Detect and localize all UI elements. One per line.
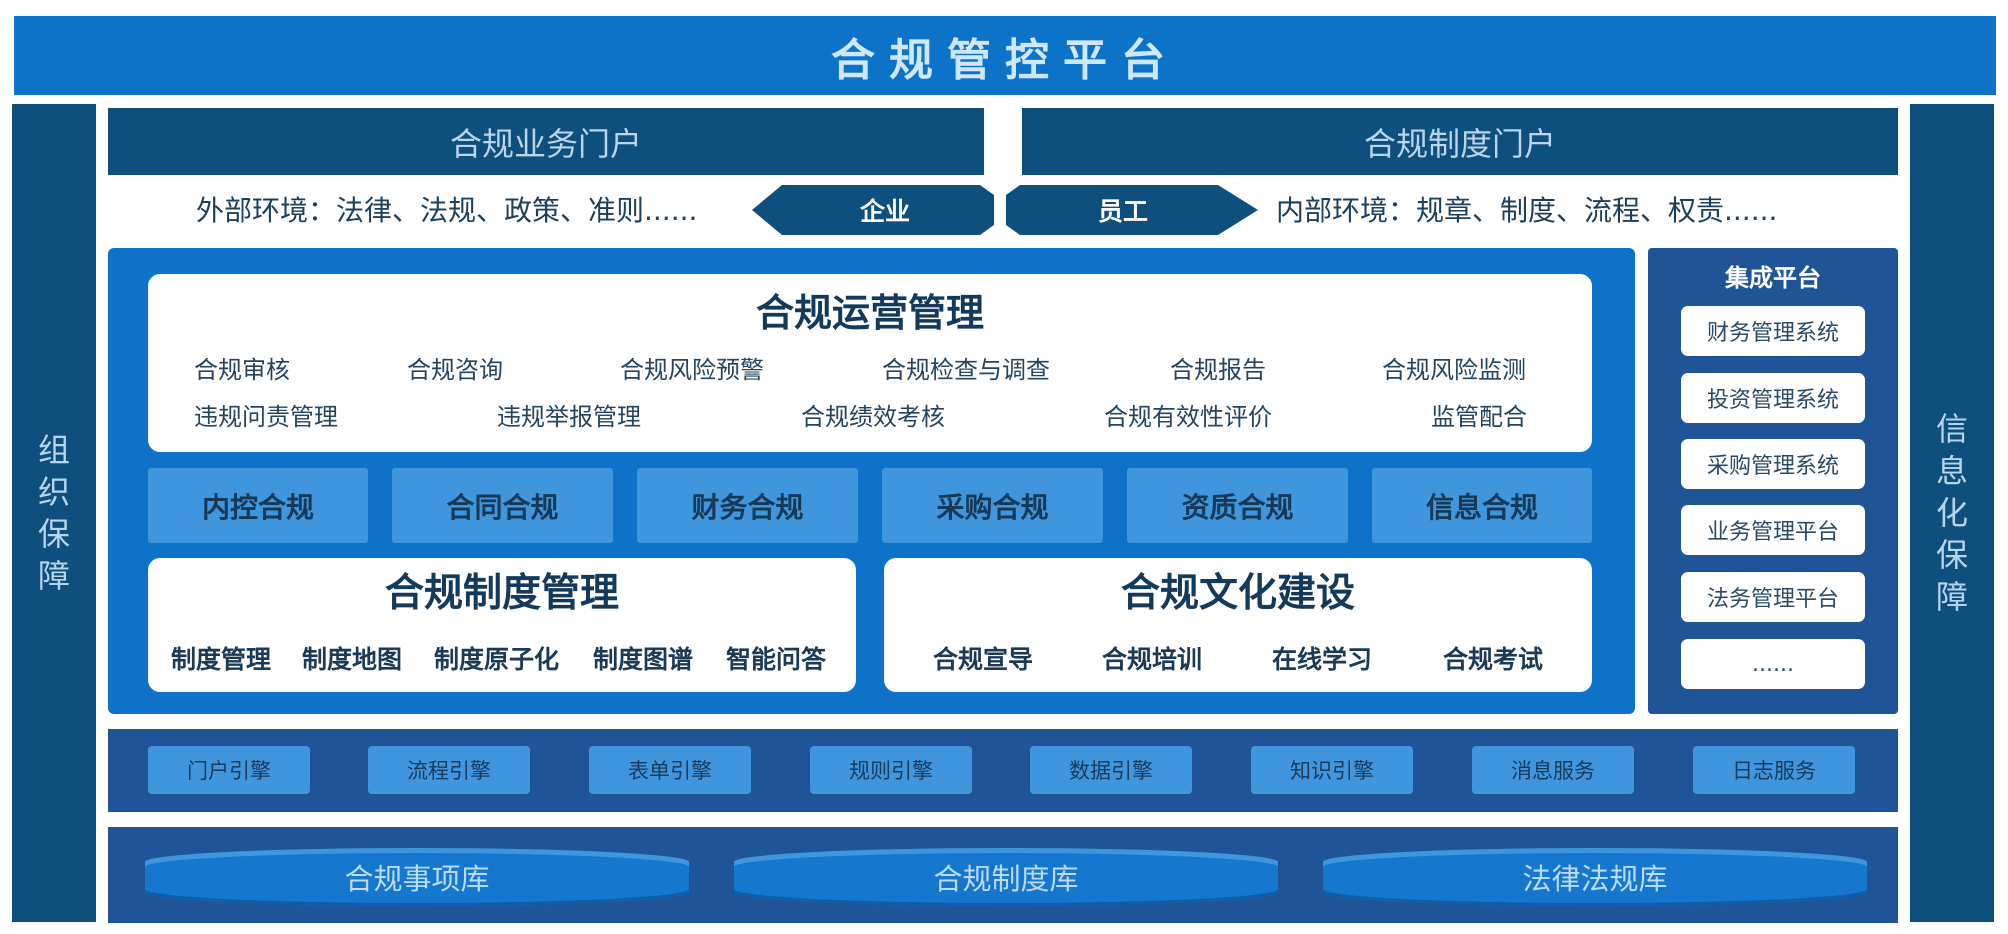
domain-tile: 内控合规 [148, 468, 368, 543]
platform-title: 合规管控平台 [14, 16, 1996, 95]
database-cylinder: 合规事项库 [145, 848, 689, 906]
pillar-char: 息 [1935, 452, 1968, 490]
internal-environment: 内部环境：规章、制度、流程、权责...... [1276, 194, 1778, 227]
integration-title: 集成平台 [1725, 263, 1821, 292]
culture-item: 合规宣导 [933, 645, 1034, 674]
operations-item: 合规有效性评价 [1104, 403, 1272, 431]
system-management-card [148, 558, 856, 692]
operations-item: 合规报告 [1170, 356, 1266, 384]
operations-item: 合规检查与调查 [882, 356, 1050, 384]
employee-arrow-shape [1006, 185, 1258, 235]
engine-tile: 规则引擎 [810, 746, 972, 794]
database-cylinder: 法律法规库 [1323, 848, 1867, 906]
pillar-char: 化 [1935, 494, 1968, 532]
system-portal: 合规制度门户 [1022, 108, 1898, 175]
operations-item: 监管配合 [1431, 403, 1527, 431]
culture-title: 合规文化建设 [1120, 571, 1355, 616]
domain-tile: 采购合规 [882, 468, 1103, 543]
operations-item: 合规风险预警 [620, 356, 764, 384]
employee-label: 员工 [1097, 197, 1148, 226]
operations-item: 合规绩效考核 [801, 403, 945, 431]
culture-item: 在线学习 [1272, 645, 1373, 674]
engine-tile: 数据引擎 [1030, 746, 1192, 794]
engine-tile: 流程引擎 [368, 746, 530, 794]
pillar-char: 保 [1935, 536, 1968, 574]
operations-item: 合规审核 [194, 356, 290, 384]
integration-system: 采购管理系统 [1681, 439, 1865, 489]
culture-item: 合规考试 [1443, 645, 1544, 674]
operations-item: 合规风险监测 [1382, 356, 1526, 384]
pillar-char: 障 [37, 557, 70, 595]
enterprise-arrow-shape [752, 185, 994, 235]
integration-system: 法务管理平台 [1681, 572, 1865, 622]
system-management-item: 制度地图 [302, 645, 403, 674]
operations-item: 违规举报管理 [497, 403, 641, 431]
org-guarantee-pillar: 组 织 保 障 [12, 104, 96, 922]
culture-item: 合规培训 [1102, 645, 1203, 674]
it-guarantee-pillar: 信 息 化 保 障 [1910, 104, 1994, 922]
database-cylinder: 合规制度库 [734, 848, 1278, 906]
system-management-item: 制度管理 [171, 645, 272, 674]
engine-tile: 门户引擎 [148, 746, 310, 794]
engine-tile: 消息服务 [1472, 746, 1634, 794]
operations-item: 合规咨询 [407, 356, 503, 384]
domain-tile: 信息合规 [1372, 468, 1592, 543]
system-management-item: 智能问答 [726, 645, 827, 674]
integration-system: 财务管理系统 [1681, 306, 1865, 356]
domain-tile: 资质合规 [1127, 468, 1348, 543]
pillar-char: 保 [37, 515, 70, 553]
integration-system: 投资管理系统 [1681, 373, 1865, 423]
operations-item: 违规问责管理 [194, 403, 338, 431]
engine-tile: 日志服务 [1693, 746, 1855, 794]
pillar-char: 信 [1935, 410, 1968, 448]
enterprise-label: 企业 [859, 197, 910, 226]
engine-tile: 表单引擎 [589, 746, 751, 794]
culture-card [884, 558, 1592, 692]
pillar-char: 障 [1935, 578, 1968, 616]
system-management-title: 合规制度管理 [384, 571, 619, 616]
system-management-item: 制度图谱 [593, 645, 694, 674]
engine-tile: 知识引擎 [1251, 746, 1413, 794]
system-management-item: 制度原子化 [434, 645, 560, 674]
integration-system: 业务管理平台 [1681, 505, 1865, 555]
pillar-char: 组 [37, 431, 70, 469]
integration-system-more: ...... [1681, 639, 1865, 689]
external-environment: 外部环境：法律、法规、政策、准则...... [196, 194, 698, 227]
operations-card [148, 274, 1592, 452]
operations-title: 合规运营管理 [755, 290, 984, 335]
pillar-char: 织 [37, 473, 70, 511]
business-portal: 合规业务门户 [108, 108, 984, 175]
domain-tile: 合同合规 [392, 468, 613, 543]
domain-tile: 财务合规 [637, 468, 858, 543]
enterprise-employee-arrows [752, 185, 1258, 235]
